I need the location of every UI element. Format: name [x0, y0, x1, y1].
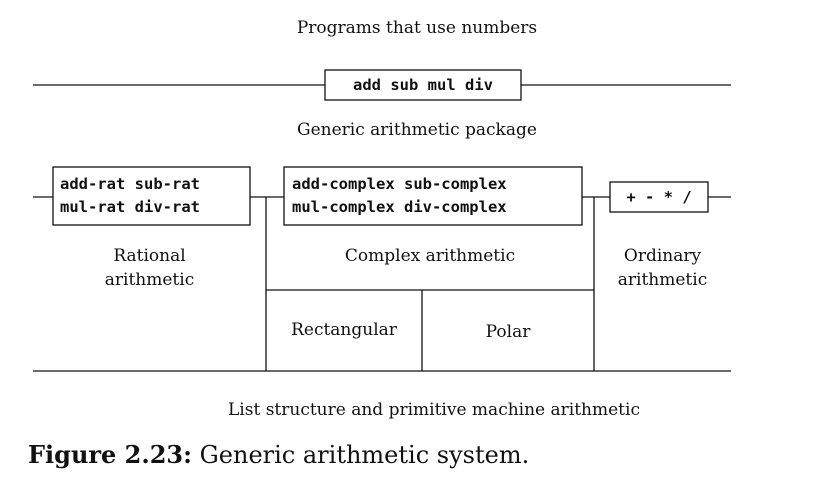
ordinary-ops-text: + - * /: [626, 188, 692, 206]
bottom-label: List structure and primitive machine ari…: [228, 400, 640, 420]
rational-ops-box: [52, 166, 251, 226]
complex-ops-line1: add-complex sub-complex: [292, 175, 507, 193]
polar-label: Polar: [485, 322, 531, 342]
generic-package-label: Generic arithmetic package: [297, 120, 537, 140]
ordinary-label-line1: Ordinary: [623, 246, 702, 266]
generic-ops-box: [324, 69, 522, 101]
figure-caption-text: Generic arithmetic system.: [199, 441, 530, 469]
top-label: Programs that use numbers: [296, 18, 538, 38]
complex-label: Complex arithmetic: [344, 246, 516, 266]
rational-label-line2: arithmetic: [104, 270, 195, 290]
rectangular-label: Rectangular: [291, 320, 397, 340]
ordinary-ops-box: [609, 181, 709, 213]
complex-ops-box: [283, 166, 583, 226]
rational-ops-line2: mul-rat div-rat: [60, 198, 200, 216]
rational-ops-line1: add-rat sub-rat: [60, 175, 200, 193]
figure-caption: Figure 2.23: Generic arithmetic system.: [28, 440, 529, 469]
figure-number: Figure 2.23:: [28, 440, 192, 469]
generic-ops-text: add sub mul div: [353, 76, 493, 94]
complex-ops-line2: mul-complex div-complex: [292, 198, 507, 216]
rational-label-line1: Rational: [113, 246, 186, 266]
ordinary-label-line2: arithmetic: [617, 270, 708, 290]
